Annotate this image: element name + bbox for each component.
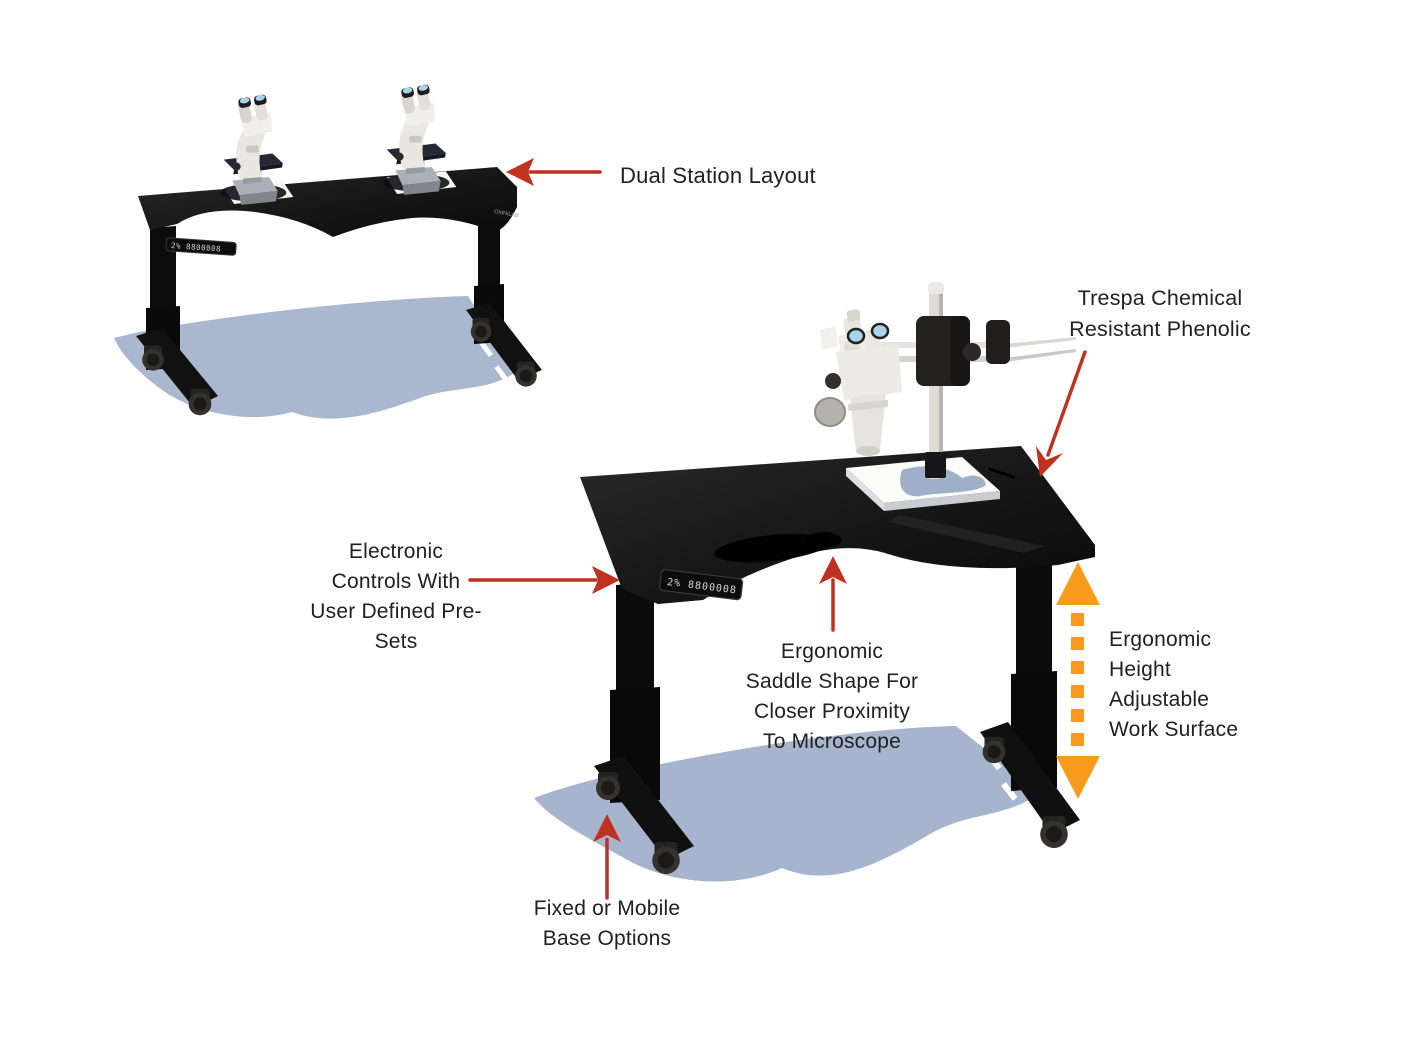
annotation-trespa: Trespa Chemical Resistant Phenolic <box>1069 286 1251 341</box>
annotation-electronic-controls: Electronic Controls With User Defined Pr… <box>310 540 482 653</box>
dual-station-table: 2% 8800008 OMNILAB <box>114 84 542 419</box>
single-table-control-keypad: 2% 8800008 <box>658 569 744 601</box>
saddle-arrow-icon <box>819 556 847 632</box>
annotation-base-options: Fixed or Mobile Base Options <box>533 897 681 950</box>
dual-table-top <box>138 167 517 237</box>
compound-microscope-2 <box>383 84 457 195</box>
base-options-arrow-icon <box>593 814 621 900</box>
dual-table-floor-shadow <box>114 296 516 419</box>
boom-stereo-microscope <box>814 282 1076 511</box>
trespa-arrow-icon <box>1036 350 1087 477</box>
annotation-dual-station: Dual Station Layout <box>620 161 816 191</box>
single-table-legs <box>594 553 1080 875</box>
height-adjust-double-arrow-icon <box>1056 562 1100 799</box>
dual-table-control-keypad: 2% 8800008 <box>165 237 237 256</box>
dual-keypad-glyphs: 2% 8800008 <box>171 241 222 253</box>
dual-station-arrow-icon <box>506 158 602 186</box>
annotation-dual-station-text: Dual Station Layout <box>620 163 816 188</box>
single-station-table: 2% 8800008 <box>534 282 1095 882</box>
dual-table-brand-text: OMNILAB <box>494 209 520 219</box>
compound-microscope-1 <box>220 94 294 205</box>
annotation-saddle-shape: Ergonomic Saddle Shape For Closer Proxim… <box>745 640 919 753</box>
annotation-height-adjustable: Ergonomic Height Adjustable Work Surface <box>1109 628 1239 741</box>
electronic-controls-arrow-icon <box>468 566 620 594</box>
